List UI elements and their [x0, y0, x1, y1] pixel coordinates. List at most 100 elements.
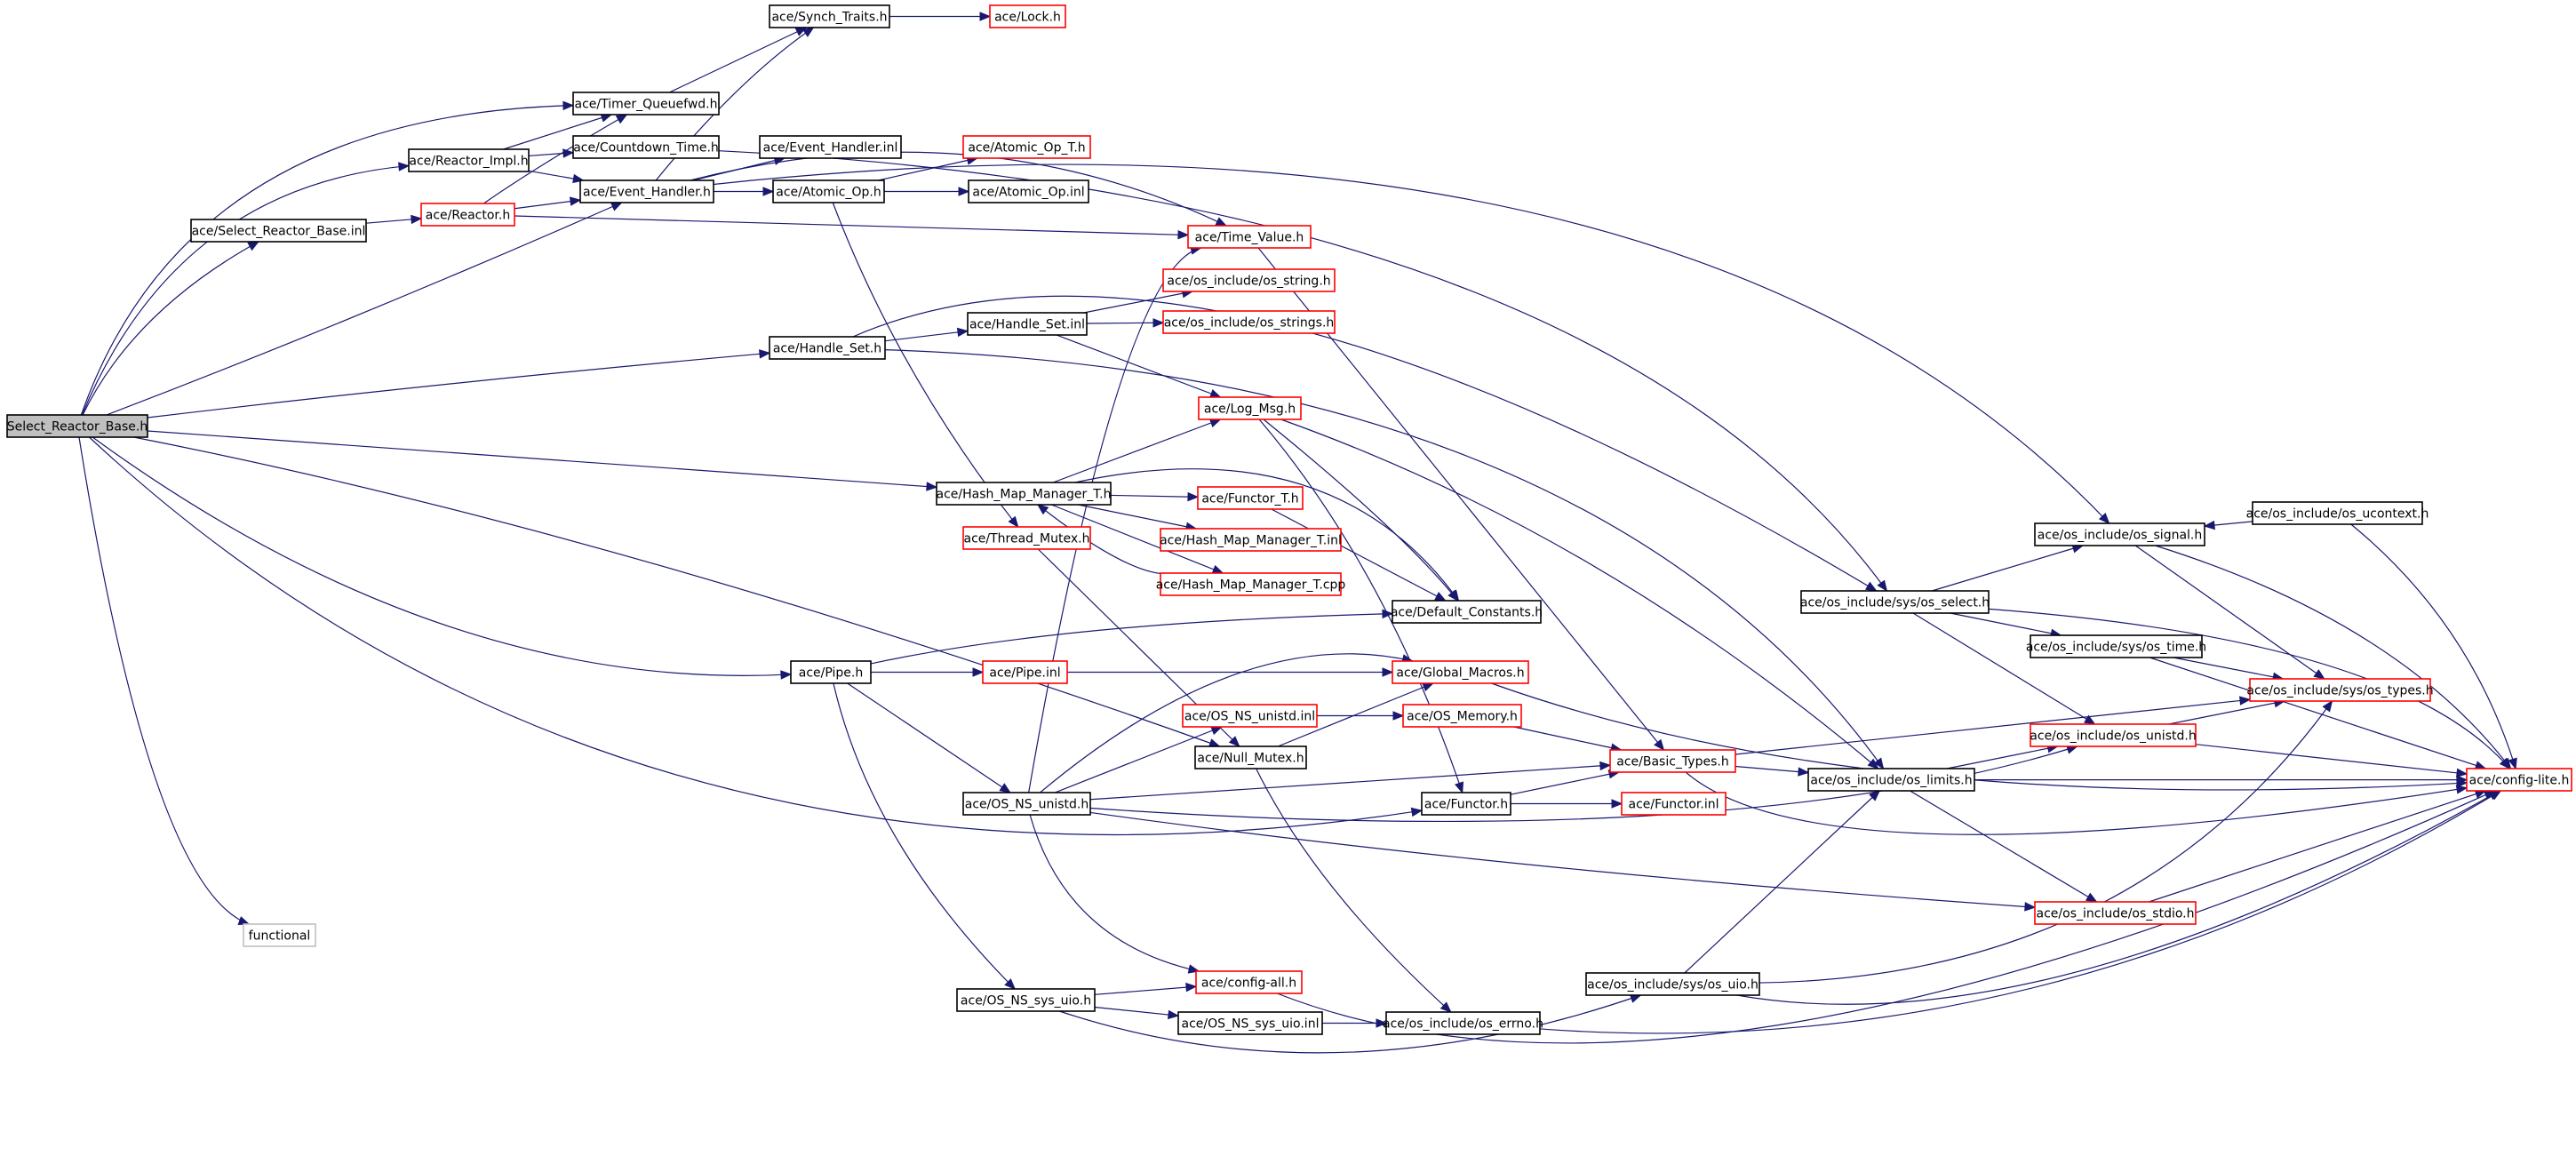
edge-os_ns_unistd-to-basic_types	[1089, 761, 1612, 801]
node-null-mutex[interactable]: ace/Null_Mutex.h	[1194, 745, 1307, 769]
node-hmm-t-cpp[interactable]: ace/Hash_Map_Manager_T.cpp	[1156, 572, 1346, 596]
node-box	[243, 923, 316, 947]
edge-arrowhead	[1422, 682, 1435, 692]
node-os-signal[interactable]: ace/os_include/os_signal.h	[2034, 522, 2205, 546]
node-event-handler[interactable]: ace/Event_Handler.h	[579, 179, 714, 203]
edge-line	[2168, 700, 2285, 725]
node-config-all[interactable]: ace/config-all.h	[1195, 970, 1303, 994]
edge-arrowhead	[759, 349, 771, 359]
edge-os_memory-to-basic_types	[1513, 726, 1623, 753]
node-label: ace/OS_NS_sys_uio.h	[961, 994, 1091, 1009]
node-sys-os-uio[interactable]: ace/os_include/sys/os_uio.h	[1585, 972, 1760, 996]
edge-basic_types-to-os_limits	[1735, 765, 1810, 777]
node-reactor-impl[interactable]: ace/Reactor_Impl.h	[408, 148, 530, 172]
node-os-ucontext[interactable]: ace/os_include/os_ucontext.h	[2246, 501, 2429, 525]
node-eh-inl[interactable]: ace/Event_Handler.inl	[759, 135, 902, 159]
node-sys-os-types[interactable]: ace/os_include/sys/os_types.h	[2246, 678, 2434, 702]
node-os-errno[interactable]: ace/os_include/os_errno.h	[1383, 1011, 1543, 1035]
node-functor-t[interactable]: ace/Functor_T.h	[1197, 486, 1304, 510]
edge-root-to-hmm_t	[147, 430, 938, 491]
edge-reactor-to-timer_qfwd	[483, 114, 628, 204]
node-os-ns-sys-uio[interactable]: ace/OS_NS_sys_uio.h	[956, 988, 1096, 1012]
edge-event_handler-to-os_signal	[713, 163, 2110, 524]
node-box	[572, 92, 720, 116]
node-box	[2249, 678, 2431, 702]
edge-hmm_t_cpp-to-hmm_t	[1036, 504, 1161, 575]
node-os-limits[interactable]: ace/os_include/os_limits.h	[1807, 768, 1975, 792]
node-atomic-op-inl[interactable]: ace/Atomic_Op.inl	[968, 179, 1089, 203]
node-sys-os-select[interactable]: ace/os_include/sys/os_select.h	[1800, 590, 1990, 614]
node-os-ns-unistd-inl[interactable]: ace/OS_NS_unistd.inl	[1182, 704, 1318, 728]
node-atomic-op[interactable]: ace/Atomic_Op.h	[772, 179, 885, 203]
node-os-string[interactable]: ace/os_include/os_string.h	[1162, 268, 1336, 292]
edge-arrowhead	[1185, 982, 1198, 993]
node-global-macros[interactable]: ace/Global_Macros.h	[1392, 660, 1529, 684]
edge-line	[1078, 504, 1197, 530]
node-box	[936, 482, 1112, 506]
edge-synch_traits-to-lock	[889, 12, 992, 21]
node-basic-types[interactable]: ace/Basic_Types.h	[1609, 749, 1736, 773]
node-hmm-t[interactable]: ace/Hash_Map_Manager_T.h	[936, 482, 1112, 506]
node-time-value[interactable]: ace/Time_Value.h	[1187, 225, 1312, 249]
node-pipe-inl[interactable]: ace/Pipe.inl	[982, 660, 1068, 684]
node-reactor[interactable]: ace/Reactor.h	[420, 203, 515, 227]
node-label: ace/Log_Msg.h	[1204, 403, 1296, 417]
node-handle-set[interactable]: ace/Handle_Set.h	[769, 336, 886, 360]
edge-line	[147, 430, 937, 488]
node-atomic-op-t[interactable]: ace/Atomic_Op_T.h	[962, 135, 1091, 159]
edge-sys_os_uio-to-os_limits	[1684, 790, 1881, 974]
edge-os_ns_sys_uio-to-config_all	[1094, 982, 1198, 995]
node-os-ns-unistd[interactable]: ace/OS_NS_unistd.h	[962, 792, 1091, 816]
node-countdown[interactable]: ace/Countdown_Time.h	[572, 135, 720, 159]
edge-line	[2149, 790, 2486, 903]
node-label: ace/os_include/sys/os_uio.h	[1587, 978, 1759, 993]
edge-basic_types-to-sys_os_types	[1735, 696, 2252, 755]
node-box	[1177, 1011, 1323, 1035]
node-os-unistd[interactable]: ace/os_include/os_unistd.h	[2030, 723, 2197, 747]
node-os-ns-sys-uio-inl[interactable]: ace/OS_NS_sys_uio.inl	[1177, 1011, 1323, 1035]
edge-line	[1510, 771, 1620, 795]
node-srb-inl[interactable]: ace/Select_Reactor_Base.inl	[190, 219, 367, 243]
edge-arrowhead	[615, 114, 628, 124]
node-box	[1194, 745, 1307, 769]
edge-arrowhead	[1152, 318, 1165, 328]
edge-handle_set_inl-to-os_strings	[1086, 318, 1165, 328]
edge-pipe-to-default_constants	[870, 609, 1394, 665]
node-default-constants[interactable]: ace/Default_Constants.h	[1391, 600, 1543, 624]
node-thread-mutex[interactable]: ace/Thread_Mutex.h	[962, 526, 1091, 550]
edge-line	[833, 682, 1016, 990]
node-hmm-t-inl[interactable]: ace/Hash_Map_Manager_T.inl	[1160, 528, 1342, 552]
node-box	[790, 660, 872, 684]
node-functor-inl[interactable]: ace/Functor.inl	[1621, 792, 1727, 816]
edge-arrowhead	[1382, 667, 1394, 677]
node-timer-qfwd[interactable]: ace/Timer_Queuefwd.h	[572, 92, 720, 116]
node-os-memory[interactable]: ace/OS_Memory.h	[1402, 704, 1522, 728]
edge-arrowhead	[562, 148, 575, 158]
node-config-lite[interactable]: ace/config-lite.h	[2466, 768, 2572, 792]
edge-arrowhead	[2456, 768, 2468, 777]
edge-arrowhead	[2322, 699, 2333, 713]
edge-line	[106, 202, 622, 416]
edge-line	[1074, 468, 1459, 602]
node-functor[interactable]: ace/Functor.h	[1421, 792, 1511, 816]
edge-arrowhead	[2313, 669, 2325, 680]
node-sys-os-time[interactable]: ace/os_include/sys/os_time.h	[2026, 634, 2206, 658]
node-label: ace/Functor.h	[1424, 798, 1508, 812]
node-lock[interactable]: ace/Lock.h	[989, 4, 1066, 28]
node-log-msg[interactable]: ace/Log_Msg.h	[1198, 396, 1302, 420]
node-os-strings[interactable]: ace/os_include/os_strings.h	[1162, 310, 1336, 334]
edge-arrowhead	[411, 214, 423, 225]
edge-log_msg-to-functor	[1258, 419, 1464, 794]
node-box	[1160, 528, 1342, 552]
node-handle-set-inl[interactable]: ace/Handle_Set.inl	[967, 312, 1088, 336]
edge-layer	[78, 12, 2517, 1054]
node-os-stdio[interactable]: ace/os_include/os_stdio.h	[2034, 901, 2197, 925]
edge-arrowhead	[1440, 1001, 1452, 1013]
node-synch-traits[interactable]: ace/Synch_Traits.h	[769, 4, 890, 28]
node-box	[1807, 768, 1975, 792]
node-pipe[interactable]: ace/Pipe.h	[790, 660, 872, 684]
node-root[interactable]: Select_Reactor_Base.h	[6, 414, 148, 438]
edge-os_ns_unistd_inl-to-os_memory	[1317, 711, 1405, 721]
node-label: ace/os_include/sys/os_time.h	[2026, 641, 2206, 655]
